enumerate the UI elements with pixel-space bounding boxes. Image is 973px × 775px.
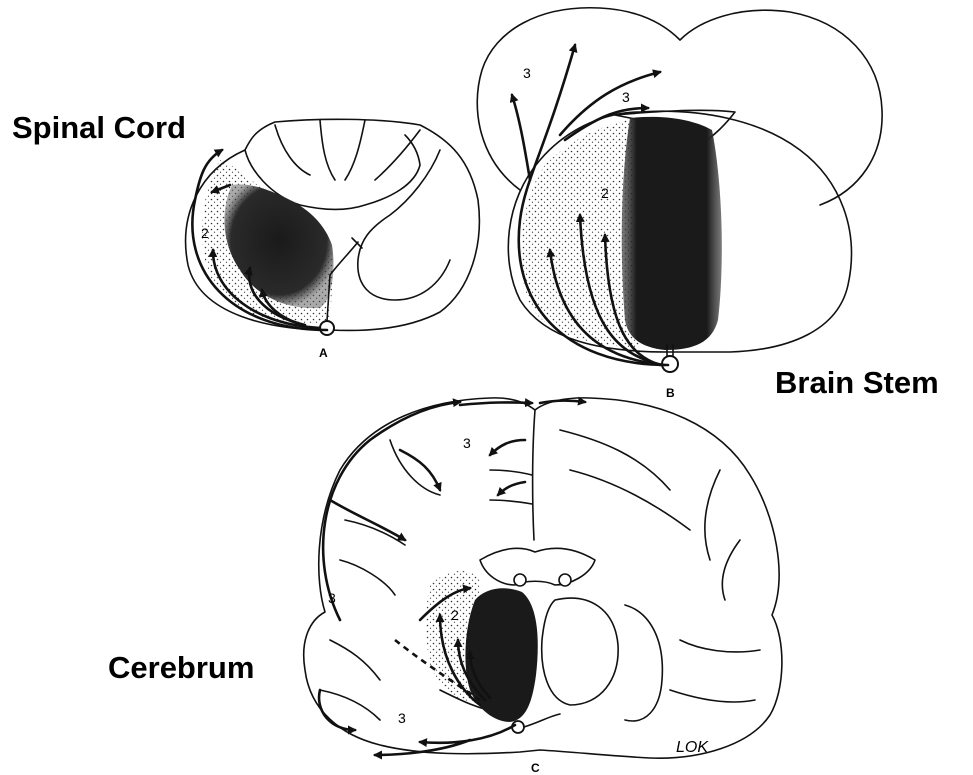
longitudinal-fissure — [533, 410, 535, 540]
zone-number-3: 3 — [398, 710, 406, 726]
zone-number-2: 2 — [451, 607, 459, 623]
gyrus — [330, 640, 380, 680]
spinal-cord-sulcus — [375, 130, 420, 180]
gyrus — [560, 430, 670, 490]
zone-number-3: 3 — [463, 435, 471, 451]
gyrus — [570, 470, 690, 530]
gyrus — [670, 690, 755, 702]
cortical-arrow — [319, 690, 355, 730]
spinal-cord-section: 2 A — [186, 119, 480, 360]
label-spinal-cord: Spinal Cord — [12, 110, 186, 145]
thalamus — [542, 598, 618, 705]
zone-number-3: 3 — [622, 89, 630, 105]
circumferential-arrow — [512, 95, 530, 180]
cerebrum-section: 3 3 3 2 C LOK — [304, 398, 782, 775]
gyrus — [320, 690, 380, 720]
cerebrum-outline — [304, 398, 782, 758]
cortical-arrow — [490, 440, 525, 455]
sulcal-artery-branch — [330, 242, 358, 275]
spinal-cord-sulcus — [345, 120, 365, 180]
internal-capsule — [625, 605, 662, 721]
gyrus — [390, 440, 440, 495]
artist-signature: LOK — [676, 739, 709, 756]
zone-number-2: 2 — [601, 185, 609, 201]
label-cerebrum: Cerebrum — [108, 650, 254, 685]
gyrus — [680, 640, 760, 652]
corpus-callosum — [480, 548, 595, 585]
spinal-cord-sulcus — [320, 120, 335, 180]
artery-branch — [524, 714, 560, 727]
gyrus — [705, 470, 720, 560]
cortical-arrow — [540, 401, 585, 403]
gyrus — [490, 470, 532, 475]
cortical-arrow — [460, 402, 532, 405]
brain-stem-section: 3 3 2 B — [477, 8, 882, 400]
gyrus — [340, 560, 395, 595]
spinal-cord-sulcus — [275, 125, 310, 175]
ventricle — [559, 574, 571, 586]
ventricle — [514, 574, 526, 586]
spinal-cord-gray-horn — [358, 150, 450, 300]
brain-stem-infarct-core — [622, 117, 722, 350]
zone-number-3: 3 — [328, 590, 336, 606]
zone-number-3: 3 — [523, 65, 531, 81]
panel-letter-b: B — [666, 386, 675, 400]
gyrus — [722, 540, 740, 600]
panel-letter-c: C — [531, 761, 540, 775]
cortical-arrow — [498, 482, 525, 495]
anterior-spinal-artery — [320, 321, 334, 335]
panel-letter-a: A — [319, 346, 328, 360]
zone-number-2: 2 — [201, 225, 209, 241]
gyrus — [490, 500, 532, 504]
label-brain-stem: Brain Stem — [775, 365, 939, 400]
cortical-arrow — [330, 500, 405, 540]
